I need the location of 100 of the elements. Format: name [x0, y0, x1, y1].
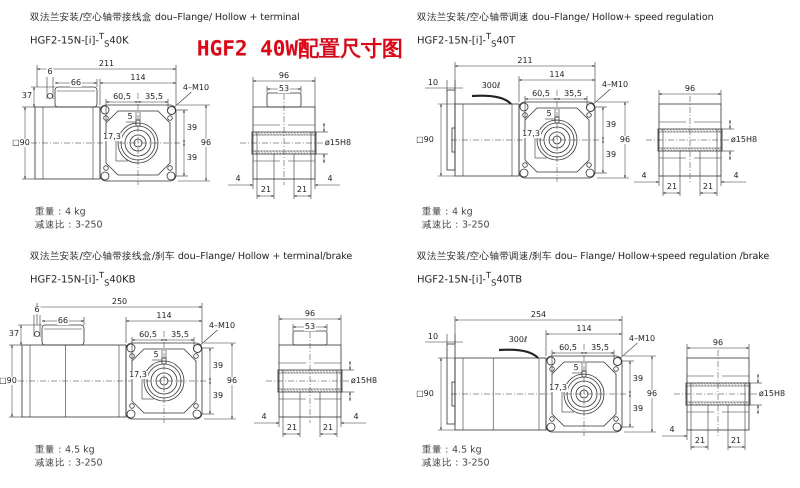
- dimension-label: ø15H8: [350, 377, 378, 385]
- dimension-label: 17,3: [548, 384, 568, 392]
- dimension-label: 6: [33, 306, 41, 314]
- ratio-text: 减速比：3-250: [35, 458, 103, 468]
- ratio-text: 减速比：3-250: [422, 458, 490, 468]
- leader-line: [593, 88, 611, 104]
- leader-line: [200, 330, 218, 346]
- dimension-label: 60,5: [138, 331, 158, 339]
- dimension-label: 6: [46, 68, 54, 76]
- dimension-label: 17,3: [102, 133, 122, 141]
- cable-length-label: 300ℓ: [480, 82, 502, 90]
- dimension-label: 96: [278, 72, 290, 80]
- dimension-label: 21: [322, 424, 334, 432]
- variant-heading: 双法兰安装/空心轴带接线盒 dou–Flange/ Hollow + terminal: [30, 13, 300, 23]
- weight-text: 重量：4 kg: [422, 207, 473, 217]
- weight-text: 重量：4.5 kg: [35, 445, 95, 455]
- model-code: HGF2-15N-[i]-$^{T}$$_{S}$40K: [30, 32, 129, 48]
- weight-text: 重量：4.5 kg: [422, 445, 482, 455]
- leader-line: [174, 92, 192, 108]
- bolt-hole: [586, 102, 594, 112]
- dimension-label: 21: [260, 186, 272, 194]
- dimension-label: 60,5: [558, 344, 578, 352]
- dimension-label: 250: [110, 298, 128, 306]
- title: HGF2 40W配置尺寸图: [196, 38, 404, 60]
- dimension-label: ø15H8: [324, 139, 352, 147]
- dimension-label: 211: [98, 60, 116, 68]
- dimension-label: 39: [632, 375, 644, 383]
- model-code: HGF2-15N-[i]-$^{T}$$_{S}$40TB: [417, 271, 522, 287]
- dimension-label: 39: [604, 151, 618, 159]
- dimension-label: 17,3: [521, 130, 541, 138]
- dimension-label: 39: [186, 124, 198, 132]
- dimension-label: 21: [666, 183, 678, 191]
- bolt-hole: [166, 106, 176, 114]
- variant-heading: 双法兰安装/空心轴带接线盒/刹车 dou–Flange/ Hollow + terminal/brake: [30, 252, 352, 262]
- thread-callout: 4–M10: [628, 335, 656, 343]
- dimension-label: 96: [200, 139, 212, 147]
- ratio-text: 减速比：3-250: [422, 220, 490, 230]
- dimension-label: 53: [278, 85, 290, 93]
- model-code: HGF2-15N-[i]-$^{T}$$_{S}$40KB: [30, 271, 136, 287]
- dimension-label: 5: [572, 364, 580, 372]
- dimension-label: □90: [0, 377, 18, 385]
- dimension-label: 5: [152, 351, 160, 359]
- model-code: HGF2-15N-[i]-$^{T}$$_{S}$40T: [417, 32, 516, 48]
- dimension-label: 17,3: [128, 371, 148, 379]
- dimension-label: 5: [126, 113, 134, 121]
- dimension-label: 66: [70, 79, 82, 87]
- variant-heading: 双法兰安装/空心轴带调速/刹车 dou– Flange/ Hollow+speed regulation /brake: [417, 252, 770, 262]
- dimension-label: 4: [640, 172, 648, 180]
- dimension-label: 66: [56, 317, 70, 325]
- dimension-label: 21: [694, 437, 706, 445]
- dimension-label: 37: [8, 330, 20, 338]
- dimension-label: □90: [415, 136, 435, 144]
- dimension-label: 96: [712, 339, 724, 347]
- dimension-label: 53: [304, 323, 316, 331]
- dimension-label: □90: [415, 390, 435, 398]
- variant-heading: 双法兰安装/空心轴带调速 dou–Flange/ Hollow+ speed regulation: [417, 13, 714, 23]
- leader-line: [620, 342, 638, 358]
- dimension-label: 96: [646, 390, 658, 398]
- dimension-label: ø15H8: [758, 390, 786, 398]
- dimension-label: 254: [530, 311, 548, 319]
- dimension-label: 4: [352, 413, 360, 421]
- dimension-label: 39: [212, 392, 224, 400]
- dimension-label: 21: [730, 437, 742, 445]
- dimension-label: 21: [296, 186, 308, 194]
- dimension-label: 4: [668, 426, 676, 434]
- dimension-label: 211: [516, 57, 534, 65]
- dimension-label: 39: [632, 405, 644, 413]
- dimension-label: ø15H8: [730, 136, 758, 144]
- dimension-label: 37: [20, 92, 34, 100]
- cable-length-label: 300ℓ: [508, 336, 528, 344]
- thread-callout: 4–M10: [208, 322, 236, 330]
- dimension-label: 96: [226, 377, 238, 385]
- dimension-label: 114: [155, 312, 173, 320]
- dimension-label: 4: [732, 172, 740, 180]
- dimension-label: 21: [702, 183, 714, 191]
- dimension-label: 39: [212, 362, 224, 370]
- ratio-text: 减速比：3-250: [35, 220, 103, 230]
- bolt-hole: [612, 356, 622, 366]
- dimension-label: 35,5: [144, 93, 164, 101]
- dimension-label: 114: [575, 325, 593, 333]
- dimension-label: 39: [186, 154, 198, 162]
- weight-text: 重量：4 kg: [35, 207, 86, 217]
- dimension-label: 35,5: [590, 344, 610, 352]
- dimension-label: 96: [618, 136, 632, 144]
- thread-callout: 4–M10: [182, 84, 210, 92]
- dimension-label: 35,5: [170, 331, 190, 339]
- dimension-label: 21: [286, 424, 298, 432]
- dimension-label: 35,5: [563, 90, 583, 98]
- dimension-label: 96: [684, 85, 696, 93]
- dimension-label: 60,5: [112, 93, 132, 101]
- dimension-label: 60,5: [531, 90, 551, 98]
- dimension-label: 4: [260, 413, 268, 421]
- dimension-label: 114: [548, 71, 566, 79]
- dimension-label: □90: [11, 139, 31, 147]
- dimension-label: 10: [426, 79, 440, 87]
- bolt-hole: [192, 344, 202, 352]
- dimension-label: 114: [129, 74, 147, 82]
- dimension-label: 4: [234, 175, 242, 183]
- dimension-label: 5: [545, 110, 553, 118]
- dimension-label: 10: [426, 333, 440, 341]
